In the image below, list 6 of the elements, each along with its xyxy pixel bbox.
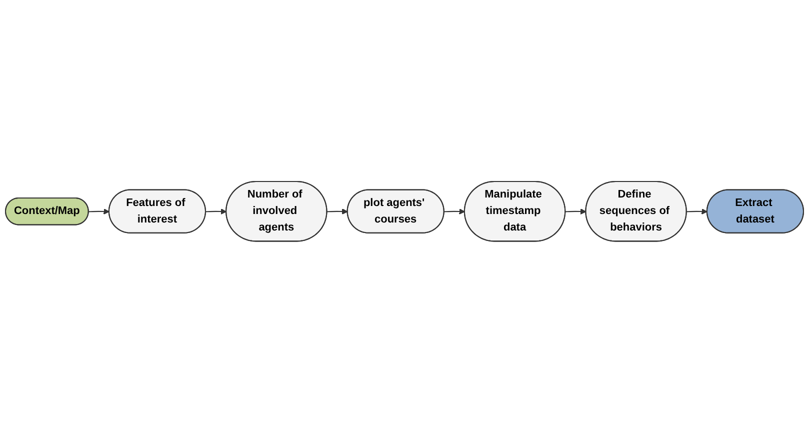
arrow: [206, 208, 227, 215]
arrow: [88, 208, 110, 215]
arrow: [327, 208, 348, 215]
arrow: [686, 208, 708, 215]
arrow: [444, 208, 466, 215]
arrow: [565, 208, 586, 215]
